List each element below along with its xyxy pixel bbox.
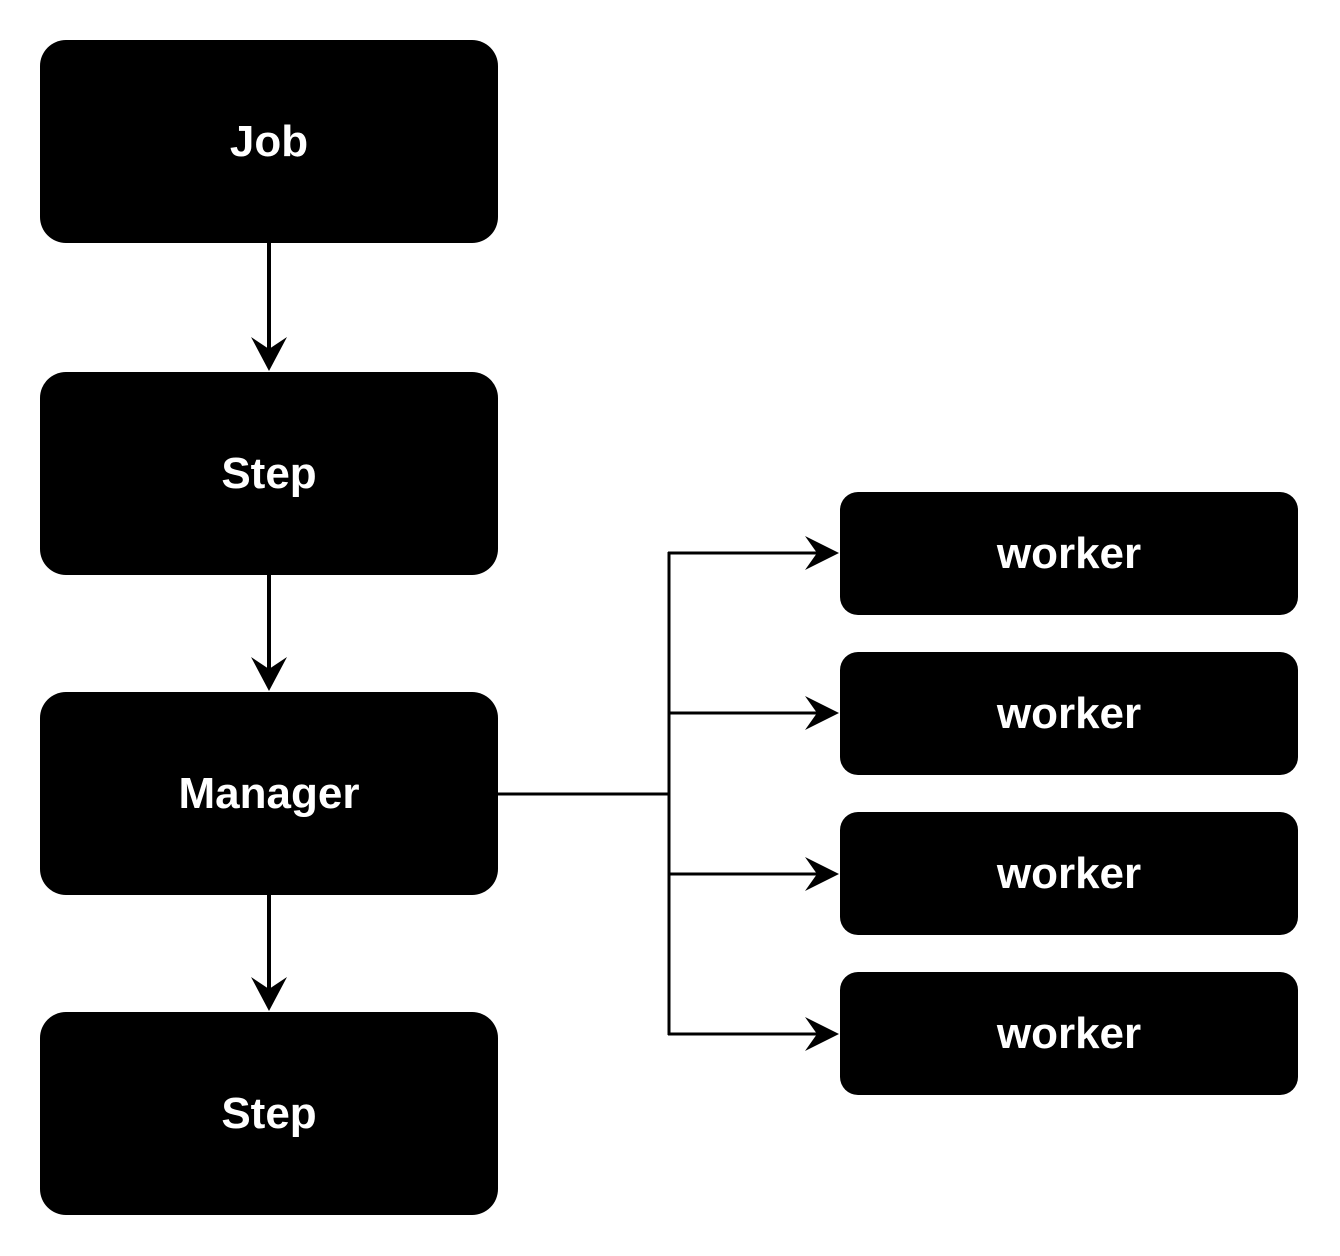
arrowhead-step-to-manager [251,657,287,691]
node-worker-2: worker [840,652,1298,775]
node-step-2-label: Step [221,1088,317,1138]
node-step-1: Step [40,372,498,575]
node-worker-1-label: worker [996,528,1142,578]
arrowhead-job-to-step [251,337,287,371]
node-worker-3-label: worker [996,848,1142,898]
node-job: Job [40,40,498,243]
node-job-label: Job [229,116,309,166]
node-worker-4: worker [840,972,1298,1095]
node-step-1-label: Step [221,448,317,498]
node-worker-2-label: worker [996,688,1142,738]
arrowhead-worker-1 [805,536,839,570]
arrowhead-worker-3 [805,857,839,891]
node-worker-1: worker [840,492,1298,615]
arrowhead-worker-4 [805,1017,839,1051]
node-step-2: Step [40,1012,498,1215]
arrowhead-worker-2 [805,696,839,730]
node-manager-label: Manager [178,768,360,818]
node-worker-4-label: worker [996,1008,1142,1058]
node-manager: Manager [40,692,498,895]
node-worker-3: worker [840,812,1298,935]
arrowhead-manager-to-step [251,977,287,1011]
